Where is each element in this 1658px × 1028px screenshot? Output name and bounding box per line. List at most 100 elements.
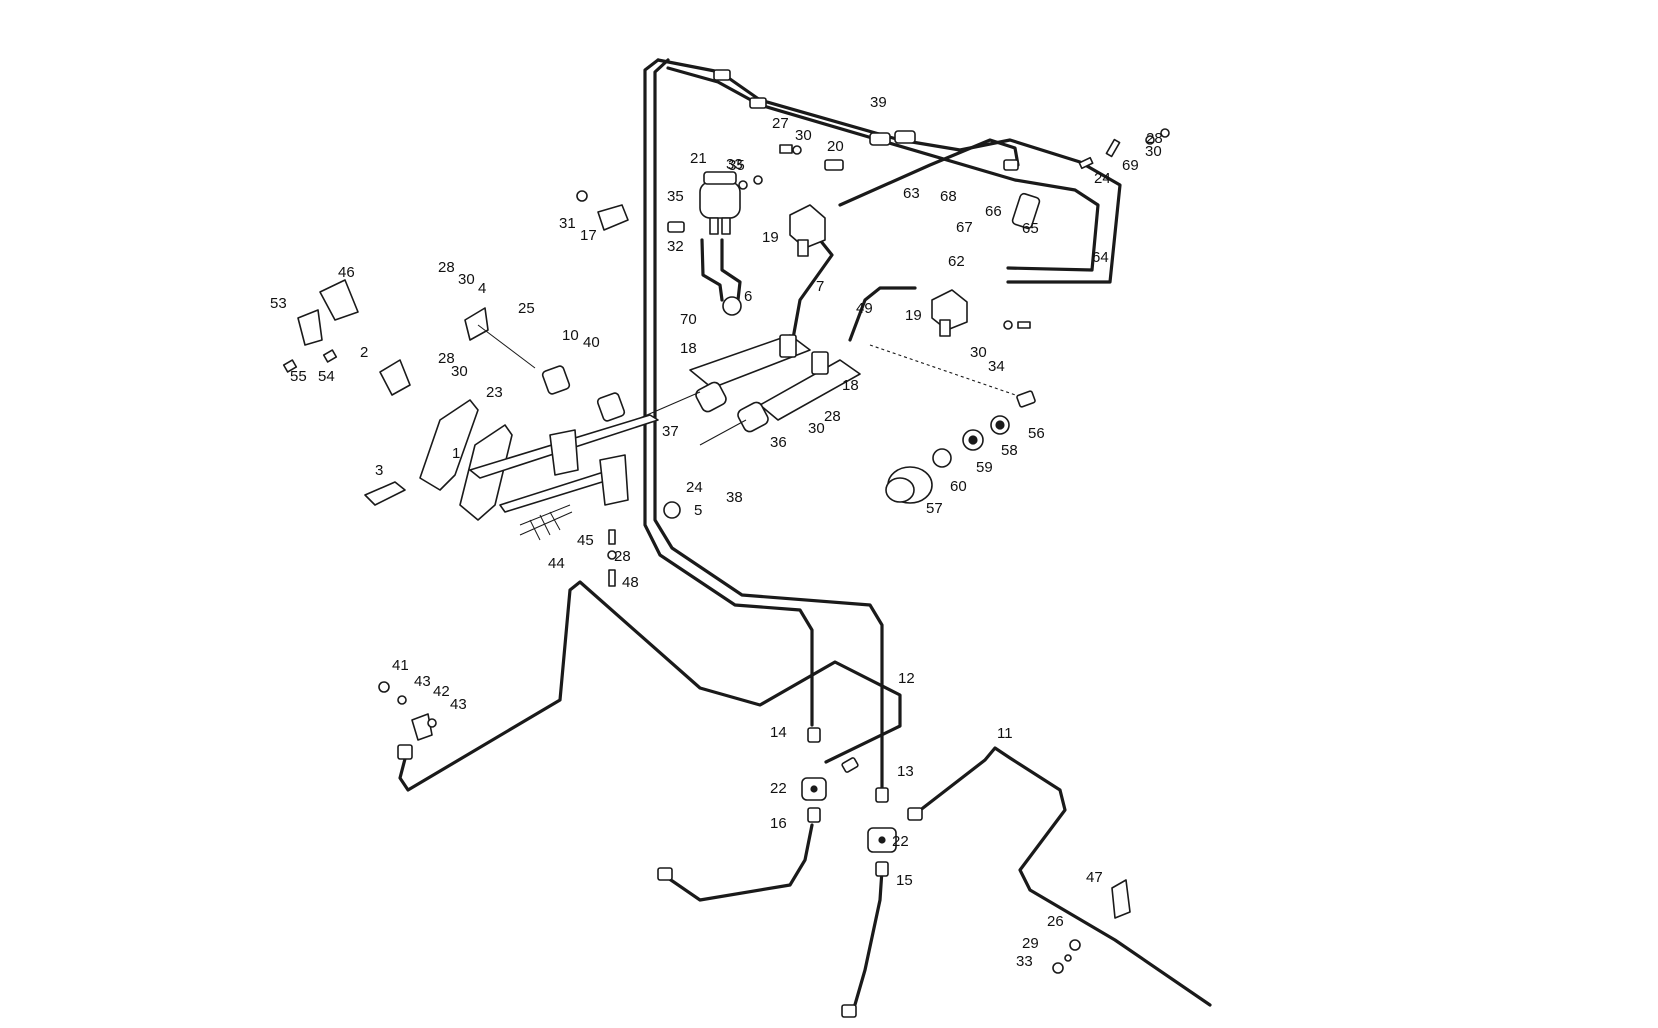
washer-30 bbox=[1145, 135, 1155, 145]
mount-plate-4 bbox=[464, 307, 489, 341]
block-stem bbox=[939, 319, 951, 337]
callout-28: 28 bbox=[1146, 130, 1163, 147]
t-piece-bore bbox=[878, 836, 886, 844]
fitting bbox=[749, 97, 767, 109]
callout-41: 41 bbox=[392, 657, 409, 674]
master-cylinder-18 bbox=[759, 359, 861, 421]
fitting bbox=[907, 807, 923, 821]
bolt-69 bbox=[1105, 138, 1121, 158]
bleed-screw bbox=[841, 757, 859, 773]
reservoir-outlet bbox=[709, 217, 719, 235]
brake-pipe-6 bbox=[700, 238, 724, 302]
callout-14: 14 bbox=[770, 724, 787, 741]
pin-55 bbox=[282, 359, 298, 373]
callout-19: 19 bbox=[905, 307, 922, 324]
bracket-17 bbox=[597, 204, 629, 231]
t-piece-bore bbox=[810, 785, 818, 793]
fitting bbox=[657, 867, 673, 881]
callout-28: 28 bbox=[438, 350, 455, 367]
dust-boot bbox=[695, 381, 727, 413]
bracket bbox=[599, 454, 629, 506]
callout-24: 24 bbox=[1094, 170, 1111, 187]
washer-28 bbox=[607, 550, 617, 560]
callout-38: 38 bbox=[726, 489, 743, 506]
callout-28: 28 bbox=[614, 548, 631, 565]
callout-45: 45 bbox=[577, 532, 594, 549]
washer-29 bbox=[1064, 954, 1072, 962]
callout-69: 69 bbox=[1122, 157, 1139, 174]
hose-clip-70 bbox=[722, 296, 742, 316]
callout-30: 30 bbox=[795, 127, 812, 144]
washer-43 bbox=[427, 718, 437, 728]
callout-22: 22 bbox=[892, 833, 909, 850]
block-19 bbox=[789, 204, 826, 249]
callout-68: 68 bbox=[940, 188, 957, 205]
callout-53: 53 bbox=[270, 295, 287, 312]
brake-pipe-65 bbox=[666, 66, 1100, 272]
callout-70: 70 bbox=[680, 311, 697, 328]
fitting bbox=[1003, 159, 1019, 171]
bolt-27 bbox=[779, 144, 793, 154]
callout-66: 66 bbox=[985, 203, 1002, 220]
callout-27: 27 bbox=[772, 115, 789, 132]
fitting bbox=[397, 744, 413, 760]
callout-28: 28 bbox=[824, 408, 841, 425]
callout-59: 59 bbox=[976, 459, 993, 476]
brake-pipe-15 bbox=[850, 868, 884, 1017]
brake-pipe-13 bbox=[653, 58, 884, 792]
callout-46: 46 bbox=[338, 264, 355, 281]
connector-39 bbox=[894, 130, 916, 144]
ring-58-hole bbox=[995, 420, 1005, 430]
callout-34: 34 bbox=[988, 358, 1005, 375]
callout-35: 35 bbox=[667, 188, 684, 205]
callout-5: 5 bbox=[694, 502, 702, 519]
washer-30 bbox=[792, 145, 802, 155]
outlet-port bbox=[779, 334, 797, 358]
callout-30: 30 bbox=[808, 420, 825, 437]
callout-58: 58 bbox=[1001, 442, 1018, 459]
callout-4: 4 bbox=[478, 280, 486, 297]
brake-pipes bbox=[398, 58, 1212, 1017]
pin-54 bbox=[322, 349, 338, 363]
bolt-24 bbox=[1078, 156, 1094, 170]
callout-47: 47 bbox=[1086, 869, 1103, 886]
seal-60 bbox=[932, 448, 952, 468]
master-cylinders bbox=[639, 334, 861, 446]
bolt-45 bbox=[608, 529, 616, 545]
callout-65: 65 bbox=[1022, 220, 1039, 237]
callout-1: 1 bbox=[452, 445, 460, 462]
callout-36: 36 bbox=[770, 434, 787, 451]
brake-pipe-63 bbox=[838, 138, 1020, 207]
callout-3: 3 bbox=[375, 462, 383, 479]
callout-49: 49 bbox=[856, 300, 873, 317]
brake-pipe-64 bbox=[656, 58, 1122, 284]
washer-43 bbox=[397, 695, 407, 705]
callout-43: 43 bbox=[450, 696, 467, 713]
callout-56: 56 bbox=[1028, 425, 1045, 442]
callout-31: 31 bbox=[559, 215, 576, 232]
push-rod bbox=[699, 419, 747, 446]
washer-26 bbox=[1069, 939, 1081, 951]
fitting bbox=[807, 727, 821, 743]
callout-30: 30 bbox=[458, 271, 475, 288]
callout-17: 17 bbox=[580, 227, 597, 244]
callout-6: 6 bbox=[744, 288, 752, 305]
alignment-line bbox=[869, 344, 1031, 401]
callout-2: 2 bbox=[360, 344, 368, 361]
pedal-1 bbox=[419, 399, 479, 491]
fitting bbox=[807, 807, 821, 823]
callout-12: 12 bbox=[898, 670, 915, 687]
t-pieces bbox=[801, 777, 897, 853]
callout-42: 42 bbox=[433, 683, 450, 700]
callout-11: 11 bbox=[997, 725, 1013, 742]
callout-21: 21 bbox=[690, 150, 707, 167]
callout-32: 32 bbox=[667, 238, 684, 255]
fitting bbox=[875, 787, 889, 803]
pressure-switch-parts bbox=[869, 344, 1036, 504]
dust-boot bbox=[737, 401, 769, 433]
sleeve-68 bbox=[1011, 192, 1041, 230]
callout-39: 39 bbox=[870, 94, 887, 111]
callout-15: 15 bbox=[896, 872, 913, 889]
callout-62: 62 bbox=[948, 253, 965, 270]
